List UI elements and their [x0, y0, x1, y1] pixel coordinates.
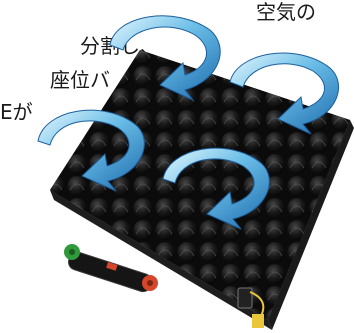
pressure-tag-icon: [237, 287, 265, 328]
circular-arrow-icon: [37, 109, 145, 192]
air-valve-icon: [64, 244, 158, 293]
circular-arrow-icon: [229, 52, 340, 135]
caption-line-4: Eが: [0, 100, 33, 124]
caption-line-3: 座位バ: [50, 68, 110, 92]
circular-arrow-icon: [109, 15, 221, 101]
caption-line-1: 空気の: [256, 0, 316, 24]
circular-arrow-icon: [162, 147, 270, 230]
